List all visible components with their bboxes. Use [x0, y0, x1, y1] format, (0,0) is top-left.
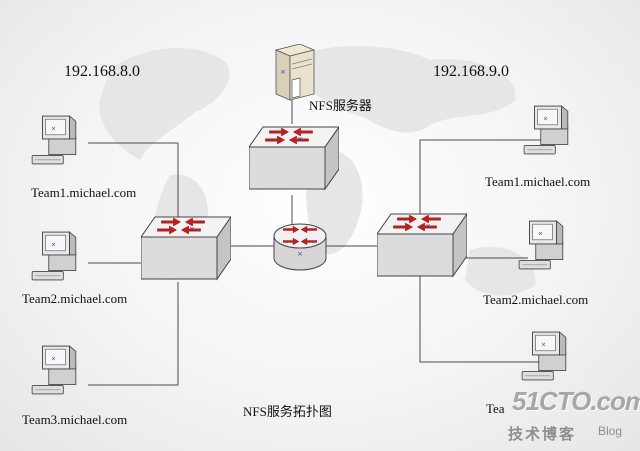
host-label-left-2: Team2.michael.com	[22, 291, 128, 306]
watermark-blog: Blog	[598, 424, 623, 438]
link-right-team1	[419, 139, 545, 214]
desktop-computer-icon	[518, 220, 564, 270]
host-label-left-3: Team3.michael.com	[22, 412, 128, 427]
subnet-label-left: 192.168.8.0	[64, 63, 140, 80]
diagram-caption: NFS服务拓扑图	[243, 404, 332, 419]
nfs-server-label: NFS服务器	[309, 98, 372, 113]
server-tower-icon	[275, 44, 315, 101]
link-left-team3	[88, 282, 179, 386]
desktop-computer-icon	[523, 105, 569, 155]
desktop-computer-icon	[521, 331, 567, 381]
router-icon: ×	[273, 223, 327, 271]
host-label-left-1: Team1.michael.com	[31, 185, 137, 200]
network-switch-icon	[141, 217, 231, 279]
host-label-right-3: Tea	[486, 401, 505, 416]
desktop-computer-icon	[31, 345, 77, 395]
network-links	[88, 100, 545, 386]
watermark-logo: 51CTO.com	[512, 386, 640, 416]
svg-text:×: ×	[297, 250, 303, 258]
desktop-computer-icon	[31, 231, 77, 281]
host-label-right-1: Team1.michael.com	[485, 174, 591, 189]
link-right-team3	[419, 276, 542, 363]
host-label-right-2: Team2.michael.com	[483, 292, 589, 307]
network-switch-icon	[249, 127, 339, 189]
network-switch-icon	[377, 214, 467, 276]
link-left-team1	[88, 142, 179, 232]
watermark-subtitle: 技术博客	[508, 426, 577, 443]
subnet-label-right: 192.168.9.0	[433, 63, 509, 80]
desktop-computer-icon	[31, 115, 77, 165]
